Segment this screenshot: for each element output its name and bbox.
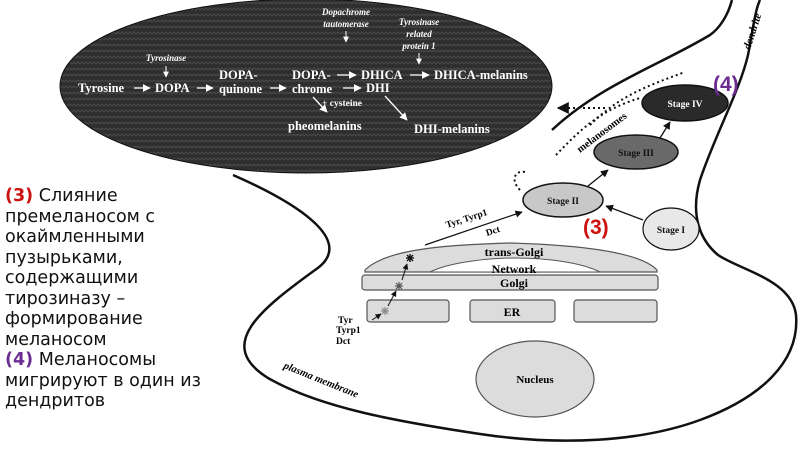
arrow-dhi-melanins — [384, 95, 408, 121]
trans-golgi-label-1: trans-Golgi — [485, 245, 544, 259]
dhi-melanins-label: DHI-melanins — [414, 122, 490, 136]
stage2-dotted-arc — [513, 170, 526, 191]
trp1-label-3: protein 1 — [401, 41, 435, 51]
arrow-er-vesicle — [371, 313, 382, 321]
stage1-melanosome — [642, 207, 700, 251]
pheomelanins-label: pheomelanins — [288, 119, 362, 133]
arrow-stage1-stage2 — [605, 204, 644, 221]
dopa-label: DOPA — [155, 81, 190, 95]
dendrite-membrane — [551, 0, 734, 131]
plasma-membrane-label: plasma membrane — [281, 360, 360, 401]
stage2-label: Stage II — [547, 197, 579, 207]
caption-step-3: (3) Слияние премеланосом с окаймленными … — [5, 186, 240, 350]
golgi-cisterna — [361, 274, 659, 291]
vesicle-tgn — [406, 254, 414, 262]
trans-golgi-inner — [429, 257, 601, 273]
arrow-stage2-stage3 — [587, 169, 609, 187]
golgi-label: Golgi — [500, 276, 529, 290]
vesicle-er — [381, 307, 389, 315]
arrow-golgi-tgn — [401, 263, 409, 281]
arrow-vesicle-golgi — [387, 290, 397, 307]
dopachrome-label-2: chrome — [292, 82, 332, 96]
stage1-label: Stage I — [657, 226, 686, 236]
er-dct-label: Dct — [336, 337, 351, 347]
melanosome-dotted-path-upper — [589, 71, 686, 126]
caption-text: (3) Слияние премеланосом с окаймленными … — [5, 186, 240, 412]
stage3-melanosome — [593, 134, 679, 170]
dopaquinone-label-2: quinone — [219, 82, 263, 96]
nucleus — [475, 340, 595, 418]
er-segment-middle — [469, 299, 556, 323]
dhica-label: DHICA — [361, 68, 403, 82]
pathway-ellipse — [59, 0, 553, 174]
dct-label: Dct — [485, 225, 502, 239]
caption-step-4: (4) Меланосомы мигрируют в один из дендр… — [5, 350, 240, 412]
tyrosinase-enzyme-label: Tyrosinase — [146, 53, 186, 63]
tyr-tyrp1-label: Tyr, Tyrp1 — [445, 208, 489, 231]
stage4-label: Stage IV — [667, 100, 702, 110]
cysteine-label: + cysteine — [322, 99, 362, 109]
arrow-dopaquinone-pheomelanins — [312, 96, 328, 113]
stage4-melanosome — [641, 84, 729, 122]
er-label: ER — [504, 305, 521, 319]
trans-golgi-network — [364, 242, 658, 273]
er-segment-left — [366, 299, 450, 323]
dopachrome-tautomerase-label-2: tautomerase — [323, 19, 369, 29]
vesicle-golgi — [395, 282, 403, 290]
er-segment-right — [573, 299, 658, 323]
dopachrome-label-1: DOPA- — [292, 68, 331, 82]
step-marker-3: (3) — [583, 216, 609, 239]
trans-golgi-label-2: Network — [492, 262, 537, 276]
caption-step-4-text: Меланосомы мигрируют в один из дендритов — [5, 350, 201, 411]
stage3-label: Stage III — [618, 149, 654, 159]
trp1-label-1: Tyrosinase — [399, 17, 439, 27]
nucleus-label: Nucleus — [516, 374, 554, 386]
caption-step-4-number: (4) — [5, 350, 34, 370]
dendrite-label: dendrite — [741, 12, 764, 51]
arrow-stage3-stage4 — [659, 121, 671, 139]
dopachrome-tautomerase-label-1: Dopachrome — [321, 7, 370, 17]
caption-step-3-number: (3) — [5, 186, 34, 206]
stage2-melanosome — [522, 182, 604, 218]
step-marker-4: (4) — [713, 73, 739, 96]
er-tyr-label: Tyr — [338, 316, 353, 326]
dhica-melanins-label: DHICA-melanins — [434, 68, 528, 82]
dhi-label: DHI — [366, 81, 390, 95]
melanosome-dotted-path-lower — [555, 97, 641, 156]
caption-step-3-text: Слияние премеланосом с окаймленными пузы… — [5, 186, 156, 350]
trp1-label-2: related — [406, 29, 432, 39]
er-tyrp1-label: Tyrp1 — [336, 326, 361, 336]
tyrosine-label: Tyrosine — [78, 81, 125, 95]
arrow-tgn-stage2 — [424, 210, 523, 246]
cell-membrane — [232, 0, 798, 442]
dopaquinone-label-1: DOPA- — [219, 68, 258, 82]
